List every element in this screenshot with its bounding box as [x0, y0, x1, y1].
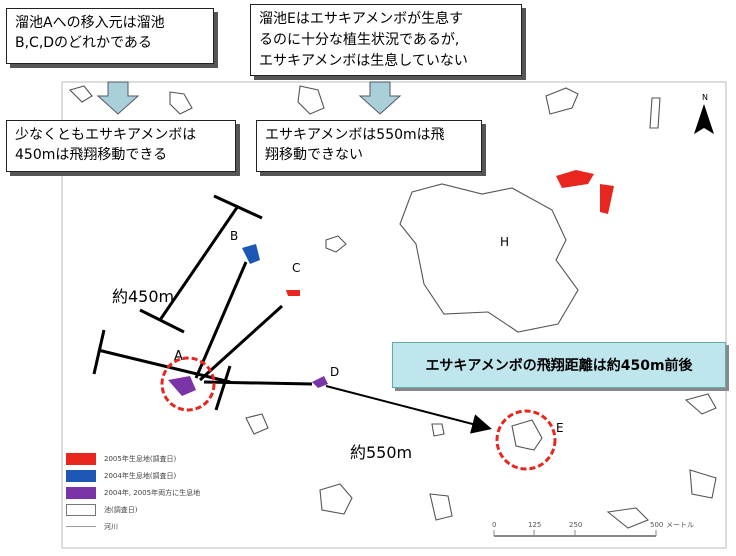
measure-bar-450 [158, 205, 240, 321]
pond-outline [431, 423, 445, 437]
callout-source-ponds: 溜池Aへの移入元は溜池 B,C,Dのどれかである [6, 8, 214, 64]
label-h: H [500, 235, 509, 249]
legend-label: 2004年生息地(調査日) [104, 471, 177, 480]
conclusion-banner: エサキアメンボの飛翔距離は約450m前後 [392, 342, 726, 388]
legend-item: 2005年生息地(調査日) [66, 450, 200, 467]
legend-swatch [66, 486, 96, 499]
measure-cap [214, 365, 232, 411]
pond-outline [606, 507, 649, 529]
callout-line: 450mは飛翔移動できる [15, 147, 168, 163]
pond-outline-h [399, 183, 579, 333]
pond-outline [297, 85, 325, 115]
callout-pond-e: 溜池Eはエサキアメンボが生息す るのに十分な植生状況であるが, エサキアメンボは… [250, 4, 522, 76]
legend-swatch [66, 503, 96, 516]
legend-label: 2005年生息地(調査日) [104, 454, 177, 463]
down-arrow-right [358, 81, 402, 115]
legend-swatch [66, 469, 96, 482]
callout-450m: 少なくともエサキアメンボは 450mは飛翔移動できる [6, 120, 236, 172]
down-arrow-left [96, 81, 140, 115]
legend: 2005年生息地(調査日) 2004年生息地(調査日) 2004年, 2005年… [66, 450, 200, 535]
scale-tick: 125 [528, 521, 541, 529]
callout-550m: エサキアメンボは550mは飛 翔移動できない [256, 120, 482, 172]
measure-cap [213, 194, 263, 220]
pond-outline [245, 413, 269, 435]
circle-e [495, 409, 557, 471]
pond-outline [689, 469, 717, 499]
pond-outline [325, 235, 347, 253]
pond-outline [169, 91, 193, 115]
label-b: B [230, 229, 238, 243]
legend-swatch [66, 526, 96, 527]
habitat-purple-d [312, 376, 328, 388]
measure-cap [92, 329, 106, 375]
pond-outline [511, 419, 543, 451]
measure-bar-550 [97, 348, 231, 384]
habitat-red [600, 184, 614, 214]
pond-outline [545, 87, 579, 115]
north-label: N [702, 93, 708, 102]
label-c: C [292, 261, 300, 275]
pond-outline [319, 483, 353, 515]
legend-item: 2004年生息地(調査日) [66, 467, 200, 484]
label-e: E [556, 421, 564, 435]
distance-label-550: 約550m [350, 443, 412, 462]
label-a: A [174, 349, 183, 364]
distance-label-450: 約450m [112, 287, 174, 306]
callout-line: 少なくともエサキアメンボは [15, 127, 197, 143]
legend-item: 河川 [66, 518, 200, 535]
habitat-purple-a [168, 376, 196, 396]
callout-line: るのに十分な植生状況であるが, [259, 32, 460, 48]
scale-unit: メートル [666, 521, 694, 529]
callout-line: エサキアメンボは生息していない [259, 53, 468, 69]
flight-arrow-de [325, 385, 492, 434]
habitat-blue [242, 244, 260, 264]
pond-outline [684, 393, 717, 415]
legend-label: 2004年, 2005年両方に生息地 [104, 488, 201, 497]
scale-tick: 500 [650, 521, 663, 529]
scale-tick: 250 [569, 521, 582, 529]
legend-swatch [66, 452, 96, 465]
callout-line: 翔移動できない [265, 147, 363, 163]
habitat-red [556, 170, 594, 188]
pond-outline [649, 97, 661, 129]
flight-line-ac [198, 304, 284, 382]
habitat-red-c [286, 290, 300, 296]
legend-item: 2004年, 2005年両方に生息地 [66, 484, 200, 501]
pond-outline [68, 85, 93, 103]
flight-line-ab [194, 261, 248, 379]
circle-a [160, 356, 216, 412]
scale-tick: 0 [492, 521, 496, 529]
pond-outline [429, 493, 453, 521]
legend-label: 河川 [104, 522, 118, 531]
flight-line-ad [203, 380, 313, 386]
legend-item: 池(調査日) [66, 501, 200, 518]
callout-line: エサキアメンボは550mは飛 [265, 127, 445, 143]
north-arrow-icon [694, 104, 714, 134]
legend-label: 池(調査日) [104, 505, 138, 514]
measure-cap [139, 308, 185, 334]
callout-line: B,C,Dのどれかである [15, 35, 152, 51]
scale-bar: 0 125 250 500 メートル [492, 521, 694, 537]
label-d: D [330, 365, 339, 379]
callout-line: 溜池Eはエサキアメンボが生息す [259, 11, 464, 27]
callout-line: 溜池Aへの移入元は溜池 [15, 15, 165, 31]
